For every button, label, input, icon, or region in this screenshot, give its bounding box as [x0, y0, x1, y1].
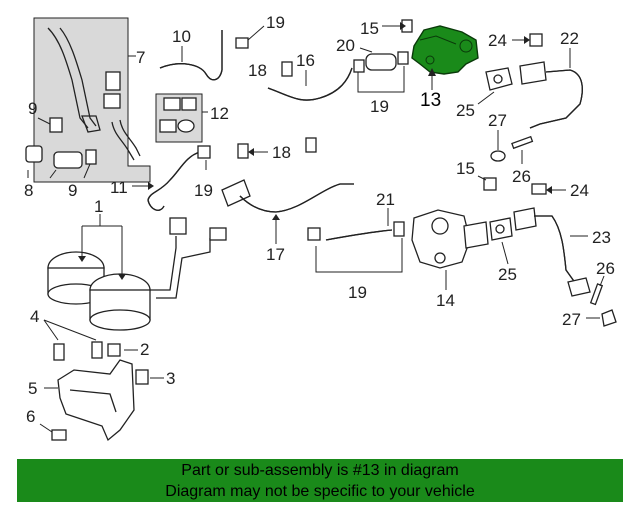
callout-19d: 19 [348, 283, 367, 302]
part-8-9-clamps [25, 117, 97, 179]
part-26-27-bottom [586, 275, 617, 327]
callout-7: 7 [136, 48, 145, 67]
callout-21: 21 [376, 190, 395, 209]
callout-24a: 24 [488, 31, 507, 50]
callout-10: 10 [172, 27, 191, 46]
callout-26b: 26 [596, 259, 615, 278]
part-10-hose [159, 30, 223, 81]
callout-27b: 27 [562, 310, 581, 329]
callout-19c: 19 [370, 97, 389, 116]
part-13-highlighted-valve [411, 25, 479, 90]
banner-line-2: Diagram may not be specific to your vehi… [165, 483, 475, 500]
callout-14: 14 [436, 291, 455, 310]
callout-11: 11 [110, 178, 128, 197]
callout-18b: 18 [272, 143, 291, 162]
part-25-gasket-mid [489, 217, 513, 265]
part-7-kit-box [33, 17, 151, 183]
part-1-air-pump [47, 214, 227, 331]
part-26-27-top [490, 130, 534, 164]
part-2-3-4-fittings [43, 319, 164, 385]
callout-19a: 19 [266, 13, 285, 32]
callout-15b: 15 [456, 159, 475, 178]
part-5-bracket [39, 359, 135, 442]
part-25-gasket-top [477, 67, 513, 105]
part-22-pipe [519, 48, 583, 129]
callout-17: 17 [266, 245, 285, 264]
callout-5: 5 [28, 379, 37, 398]
info-banner: Part or sub-assembly is #13 in diagram D… [17, 459, 623, 502]
part-18-bolt-mid [237, 137, 317, 159]
callout-19b: 19 [194, 181, 213, 200]
callout-9a: 9 [28, 99, 37, 118]
callout-26a: 26 [512, 167, 531, 186]
callout-18a: 18 [248, 61, 267, 80]
part-21-hose [307, 208, 405, 273]
part-14-valve [411, 209, 489, 290]
callout-2: 2 [140, 340, 149, 359]
part-23-pipe [513, 207, 591, 297]
callout-15a: 15 [360, 19, 379, 38]
part-16-pipe [267, 61, 353, 101]
callout-4: 4 [30, 307, 39, 326]
callout-13: 13 [420, 90, 441, 111]
part-19-clamp-top [235, 25, 265, 49]
callout-6: 6 [26, 407, 35, 426]
part-20-hose [353, 47, 409, 93]
part-17-pipe [221, 179, 354, 244]
callout-25a: 25 [456, 101, 475, 120]
part-24-bolt-top [512, 33, 543, 47]
callout-16: 16 [296, 51, 315, 70]
callout-20: 20 [336, 36, 355, 55]
part-12-kit-box [155, 93, 208, 143]
callout-3: 3 [166, 369, 175, 388]
part-11-hose [132, 145, 211, 211]
callout-12: 12 [210, 104, 229, 123]
callout-1: 1 [94, 197, 103, 216]
callout-8: 8 [24, 181, 33, 200]
part-24-bolt-mid [531, 183, 566, 195]
callout-27a: 27 [488, 111, 507, 130]
callout-24b: 24 [570, 181, 589, 200]
callout-9b: 9 [68, 181, 77, 200]
callout-23: 23 [592, 228, 611, 247]
part-15-bolt-mid [477, 175, 497, 191]
banner-line-1: Part or sub-assembly is #13 in diagram [181, 462, 459, 479]
part-15-bolt-top [382, 19, 413, 33]
callout-22: 22 [560, 29, 579, 48]
callout-25b: 25 [498, 265, 517, 284]
